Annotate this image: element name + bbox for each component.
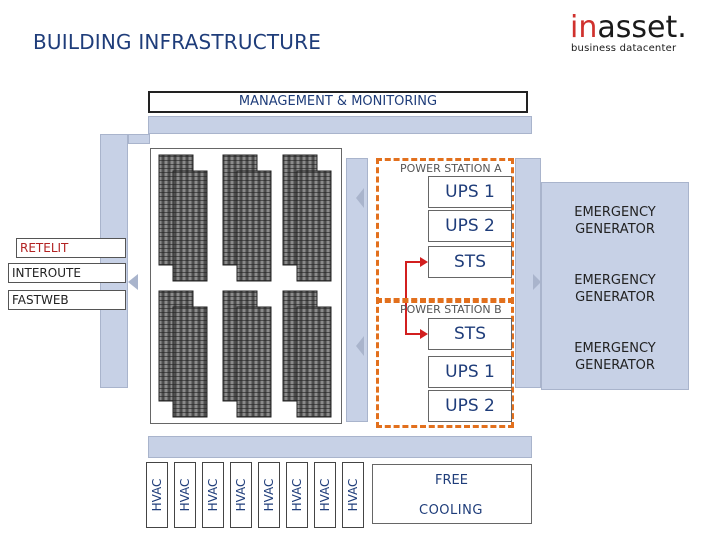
- management-monitoring-box: MANAGEMENT & MONITORING: [148, 91, 528, 113]
- hvac-unit-3: HVAC: [202, 462, 224, 528]
- carrier-fastweb: FASTWEB: [8, 290, 126, 310]
- ps-a-sts: STS: [428, 246, 512, 278]
- arrow-connector-icon: [128, 274, 138, 290]
- ps-a-ups-2: UPS 2: [428, 210, 512, 242]
- free-cooling-box: FREE COOLING: [372, 464, 532, 524]
- management-bar: [148, 116, 532, 134]
- hvac-unit-2: HVAC: [174, 462, 196, 528]
- left-wall-connector: [128, 134, 150, 144]
- power-station-b-label: POWER STATION B: [400, 303, 502, 316]
- power-station-a: [376, 158, 514, 303]
- power-station-b: [376, 298, 514, 428]
- hvac-label: HVAC: [234, 478, 248, 512]
- logo-tagline: business datacenter: [571, 43, 677, 54]
- hvac-label: HVAC: [290, 478, 304, 512]
- hvac-unit-1: HVAC: [146, 462, 168, 528]
- ps-b-ups-2: UPS 2: [428, 390, 512, 422]
- server-racks: [158, 154, 332, 418]
- room-separator: [346, 158, 368, 422]
- hvac-unit-7: HVAC: [314, 462, 336, 528]
- company-logo: inasset. business datacenter: [570, 12, 705, 58]
- emergency-generator-3: EMERGENCY GENERATOR: [574, 341, 656, 373]
- carrier-retelit: RETELIT: [16, 238, 126, 258]
- hvac-label: HVAC: [262, 478, 276, 512]
- hvac-label: HVAC: [318, 478, 332, 512]
- hvac-label: HVAC: [206, 478, 220, 512]
- logo-asset: asset: [597, 10, 678, 45]
- hvac-label: HVAC: [178, 478, 192, 512]
- server-rack-icon: [222, 290, 272, 418]
- ps-a-ups-1: UPS 1: [428, 176, 512, 208]
- free-cooling-line1: FREE: [435, 473, 468, 488]
- ps-b-sts: STS: [428, 318, 512, 350]
- hvac-label: HVAC: [150, 478, 164, 512]
- server-rack-icon: [282, 290, 332, 418]
- server-rack-icon: [158, 154, 208, 282]
- page-title: BUILDING INFRASTRUCTURE: [33, 30, 322, 54]
- emergency-generator-1: EMERGENCY GENERATOR: [574, 205, 656, 237]
- hvac-unit-5: HVAC: [258, 462, 280, 528]
- power-station-a-label: POWER STATION A: [400, 162, 502, 175]
- server-rack-icon: [158, 290, 208, 418]
- hvac-label: HVAC: [346, 478, 360, 512]
- cooling-bar: [148, 436, 532, 458]
- carrier-interoute: INTEROUTE: [8, 263, 126, 283]
- right-wall: [515, 158, 541, 388]
- logo-in: in: [570, 10, 598, 45]
- server-rack-icon: [282, 154, 332, 282]
- server-rack-icon: [222, 154, 272, 282]
- left-wall: [100, 134, 128, 388]
- hvac-unit-4: HVAC: [230, 462, 252, 528]
- free-cooling-line2: COOLING: [419, 503, 483, 518]
- hvac-unit-6: HVAC: [286, 462, 308, 528]
- hvac-unit-8: HVAC: [342, 462, 364, 528]
- generator-panel: [541, 182, 689, 390]
- emergency-generator-2: EMERGENCY GENERATOR: [574, 273, 656, 305]
- ps-b-ups-1: UPS 1: [428, 356, 512, 388]
- server-room: [150, 148, 342, 424]
- logo-dot: .: [677, 10, 687, 45]
